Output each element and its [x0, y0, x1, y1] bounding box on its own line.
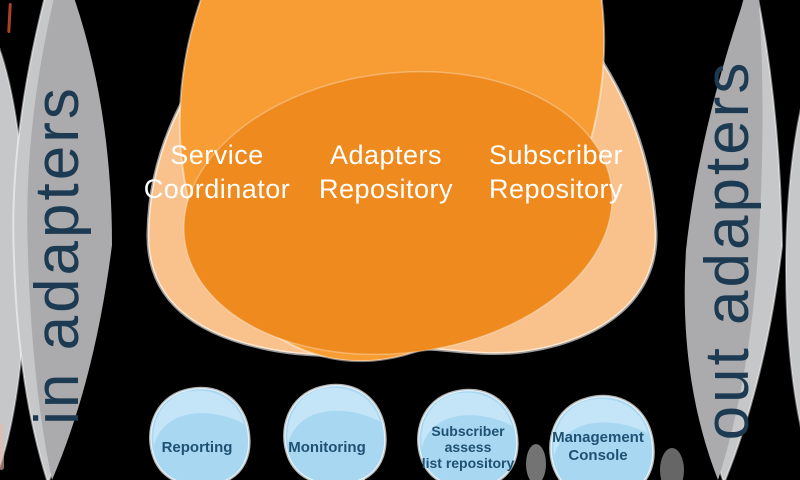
right-edge-sliver-shape: [785, 108, 800, 428]
right-pillar-lens: [684, 0, 763, 480]
core-label-subscriber-repository: Subscriber Repository: [488, 140, 624, 204]
module-label-reporting: Reporting: [161, 439, 233, 456]
module-label-subscriber-assess: Subscriber assess list repository: [421, 423, 515, 471]
core-label-service-coordinator: Service Coordinator: [143, 140, 291, 204]
top-left-red-sliver: [7, 3, 12, 34]
left-pillar-lens: [27, 0, 112, 480]
core-label-adapters-repository: Adapters Repository: [318, 140, 454, 204]
bottom-left-pink-sliver: [0, 424, 4, 470]
white-sliver-3: [660, 448, 684, 480]
module-label-management-console: Management Console: [552, 429, 644, 464]
module-label-monitoring: Monitoring: [288, 439, 366, 456]
left-pillar-label: in adapters: [23, 85, 92, 425]
right-pillar-label: out adapters: [693, 59, 762, 441]
white-sliver-2: [526, 444, 546, 480]
core-blob-dark: [183, 70, 613, 356]
